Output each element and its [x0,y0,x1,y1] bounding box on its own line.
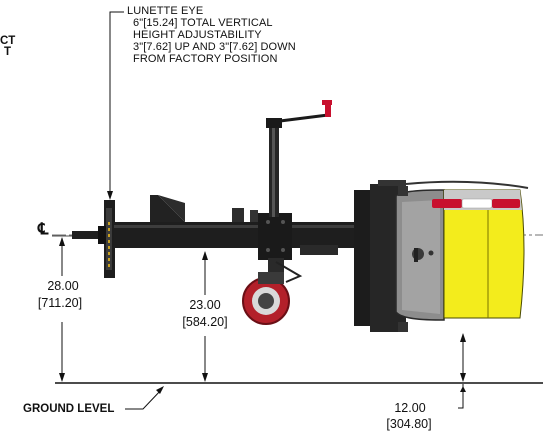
dim-23-arrow-bottom [202,373,208,382]
lunette-note-line-3: HEIGHT ADJUSTABILITY [133,29,262,41]
dim-28-arrow-top [59,237,65,246]
dim-12-leader-arrow [460,386,466,392]
dim-28-inches: 28.00 [47,279,79,293]
lunette-note-line-2: 6"[15.24] TOTAL VERTICAL [133,17,273,29]
dim-28-arrow-bottom [59,373,65,382]
lunette-note-line-5: FROM FACTORY POSITION [133,53,278,65]
dim-28-mm: [711.20] [37,296,83,310]
ground-leader [125,388,163,410]
dim-12-mm: [304.80] [386,417,432,431]
lunette-eye [72,200,115,278]
dim-23-arrow-top [202,251,208,260]
ground-leader-arrow [156,386,164,394]
caster-wheel [242,258,303,325]
dim-12-inches: 12.00 [394,401,426,415]
lunette-note-line-4: 3"[7.62] UP AND 3"[7.62] DOWN [133,41,296,53]
cutoff-label-1: CT [0,35,16,47]
dim-12-arrow-bottom [460,373,466,382]
lunette-leader [109,11,124,196]
dim-23-inches: 23.00 [189,298,221,312]
dim-23-mm: [584.20] [182,315,228,329]
dim-12-arrow-top [460,333,466,342]
ground-level-label: GROUND LEVEL [23,403,115,415]
lunette-note-line-1: LUNETTE EYE [127,5,204,17]
centerline-symbol: ℄ [38,221,49,238]
lunette-leader-arrow [107,191,113,200]
jack-stand [266,100,332,217]
vehicle-body [354,180,529,332]
cutoff-label-2: T [4,46,12,58]
tow-bar-beam [114,195,374,260]
